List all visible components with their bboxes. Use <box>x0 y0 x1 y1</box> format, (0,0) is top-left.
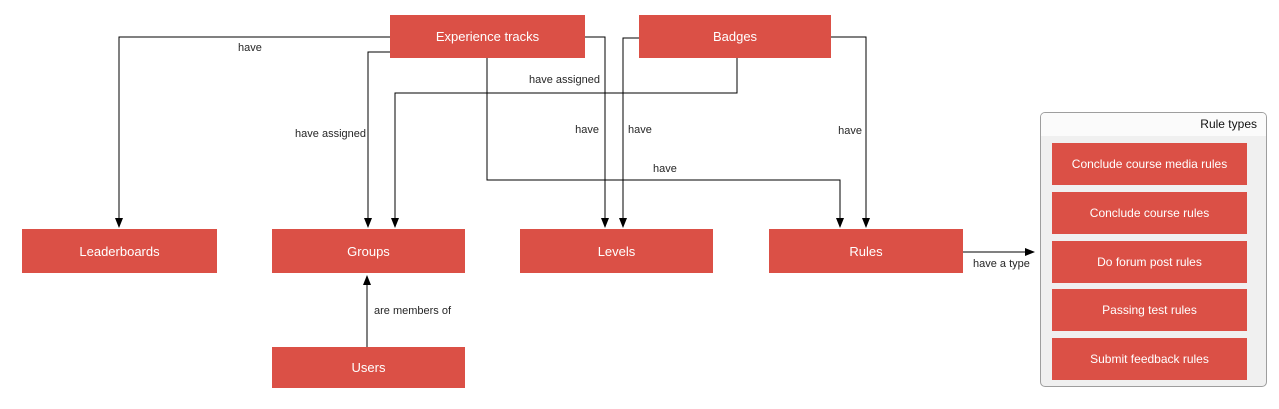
node-rules[interactable]: Rules <box>769 229 963 273</box>
edge-label-have-assigned-badges: have assigned <box>529 74 600 86</box>
node-label: Rules <box>849 243 883 259</box>
node-label: Badges <box>712 29 758 44</box>
edge-label-have-leaderboards: have <box>238 42 262 54</box>
node-label: Groups <box>347 243 390 259</box>
node-leaderboards[interactable]: Leaderboards <box>22 229 217 273</box>
node-label: Leaderboards <box>79 243 160 259</box>
edge-label-have-rules-left: have <box>653 163 677 175</box>
edge-label-are-members-of: are members of <box>374 305 452 317</box>
node-conclude-course-media-rules[interactable]: Conclude course media rules <box>1052 143 1247 185</box>
edge-label-have-levels-right: have <box>628 124 652 136</box>
edge-experience-tracks-rules <box>486 58 844 228</box>
edge-label-have-a-type: have a type <box>973 258 1030 270</box>
node-groups[interactable]: Groups <box>272 229 465 273</box>
node-label: Experience tracks <box>435 29 540 44</box>
node-do-forum-post-rules[interactable]: Do forum post rules <box>1052 241 1247 283</box>
node-label: Levels <box>597 243 636 259</box>
node-passing-test-rules[interactable]: Passing test rules <box>1052 289 1247 331</box>
edge-badges-groups <box>391 58 738 228</box>
node-submit-feedback-rules[interactable]: Submit feedback rules <box>1052 338 1247 380</box>
edge-experience-tracks-leaderboards <box>115 36 390 228</box>
node-conclude-course-rules[interactable]: Conclude course rules <box>1052 192 1247 234</box>
edge-experience-tracks-groups <box>364 51 390 228</box>
rule-types-title: Rule types <box>1041 113 1266 136</box>
node-levels[interactable]: Levels <box>520 229 713 273</box>
edge-label-have-assigned-groups: have assigned <box>295 128 366 140</box>
edge-badges-levels <box>619 37 639 228</box>
node-experience-tracks[interactable]: Experience tracks <box>390 15 585 58</box>
edge-badges-rules <box>831 36 870 228</box>
node-badges[interactable]: Badges <box>639 15 831 58</box>
edge-experience-tracks-levels <box>585 36 609 228</box>
edge-label-have-rules-right: have <box>838 125 862 137</box>
node-label: Users <box>351 360 386 375</box>
rule-types-container: Rule types Conclude course media rules C… <box>1040 112 1267 387</box>
node-users[interactable]: Users <box>272 347 465 388</box>
edge-label-have-levels-left: have <box>575 124 599 136</box>
